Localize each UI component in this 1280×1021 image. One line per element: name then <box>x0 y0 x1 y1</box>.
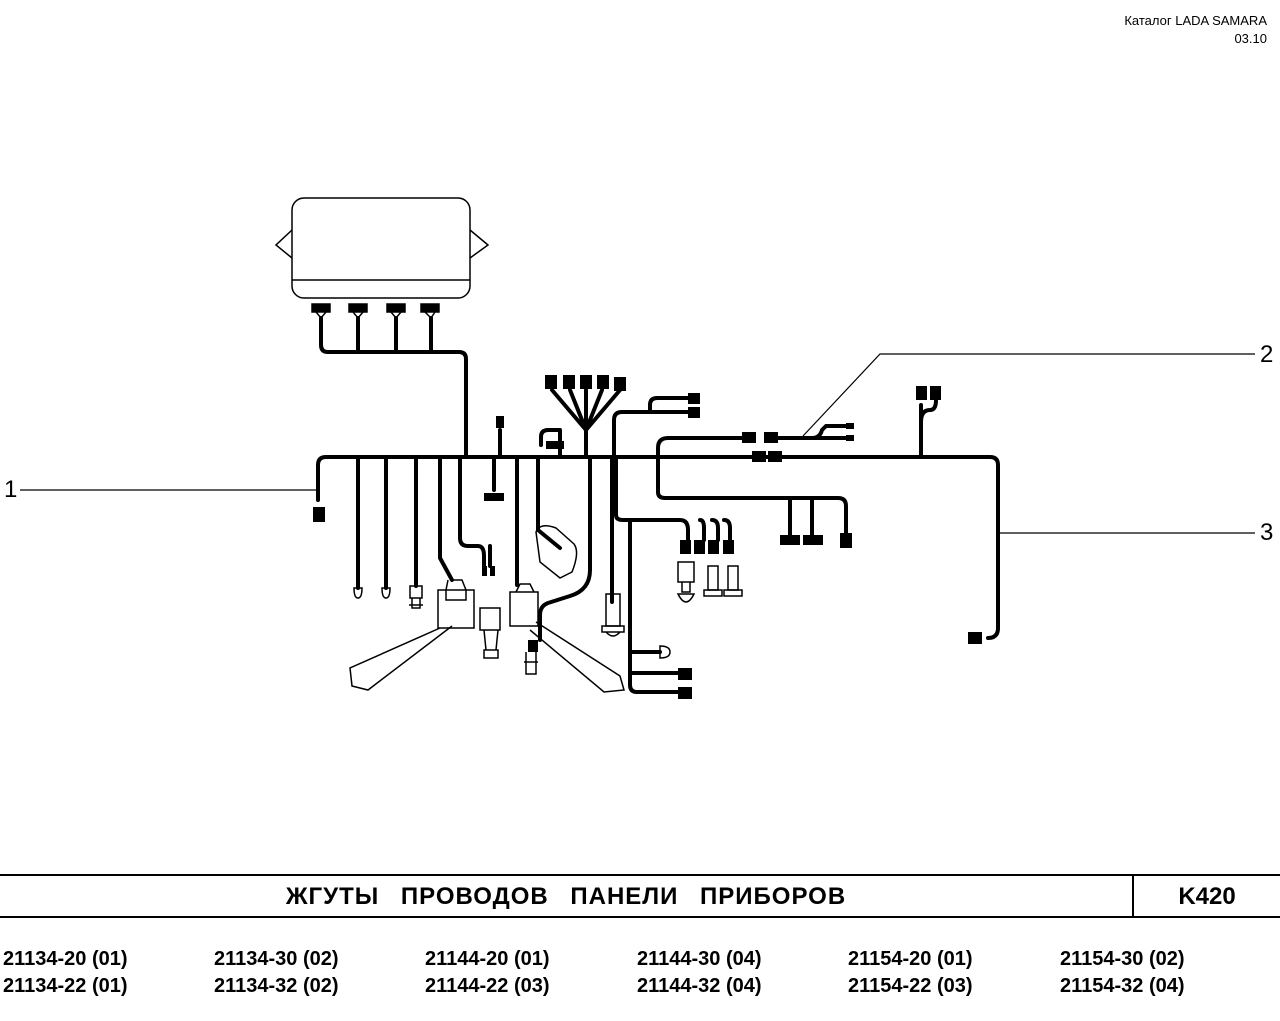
component-outlines <box>349 525 743 693</box>
branch-2-wire <box>656 424 850 459</box>
main-trunk-wire <box>316 455 1000 640</box>
wiring-harness-diagram <box>20 197 1255 699</box>
title-block: ЖГУТЫ ПРОВОДОВ ПАНЕЛИ ПРИБОРОВ K420 <box>0 874 1280 918</box>
diagram-title: ЖГУТЫ ПРОВОДОВ ПАНЕЛИ ПРИБОРОВ <box>285 883 847 910</box>
model-code: 21144-30 (04) <box>637 948 762 970</box>
model-code: 21144-20 (01) <box>425 948 550 970</box>
model-code: 21134-32 (02) <box>214 975 339 997</box>
model-code: 21154-30 (02) <box>1060 948 1185 970</box>
model-column: 21144-30 (04) 21144-32 (04) <box>637 946 762 1000</box>
callout-3: 3 <box>1260 519 1274 546</box>
callout-2: 2 <box>1260 341 1274 368</box>
model-column: 21134-20 (01) 21134-22 (01) <box>3 946 128 1000</box>
model-column: 21144-20 (01) 21144-22 (03) <box>425 946 550 1000</box>
catalog-version: 03.10 <box>1234 31 1267 46</box>
instrument-cluster <box>274 197 490 320</box>
cluster-wire-1 <box>319 316 468 459</box>
model-code: 21144-22 (03) <box>425 975 550 997</box>
connectors <box>313 375 982 699</box>
model-column: 21134-30 (02) 21134-32 (02) <box>214 946 339 1000</box>
catalog-code: K420 <box>1178 883 1236 910</box>
drop-wires-left <box>356 455 418 590</box>
title-divider <box>1132 876 1134 916</box>
model-column: 21154-20 (01) 21154-22 (03) <box>848 946 973 1000</box>
model-code: 21134-30 (02) <box>214 948 339 970</box>
catalog-name: Каталог LADA SAMARA <box>1124 13 1267 28</box>
fan-wires <box>550 388 622 459</box>
callout-1: 1 <box>4 476 18 503</box>
model-code: 21134-20 (01) <box>3 948 128 970</box>
model-code: 21154-32 (04) <box>1060 975 1185 997</box>
model-code: 21154-22 (03) <box>848 975 973 997</box>
model-code: 21144-32 (04) <box>637 975 762 997</box>
model-list: 21134-20 (01) 21134-22 (01) 21134-30 (02… <box>0 946 1280 1006</box>
catalog-header: Каталог LADA SAMARA 03.10 <box>1124 12 1267 48</box>
leader-2 <box>802 353 1255 437</box>
model-code: 21134-22 (01) <box>3 975 128 997</box>
model-code: 21154-20 (01) <box>848 948 973 970</box>
model-column: 21154-30 (02) 21154-32 (04) <box>1060 946 1185 1000</box>
